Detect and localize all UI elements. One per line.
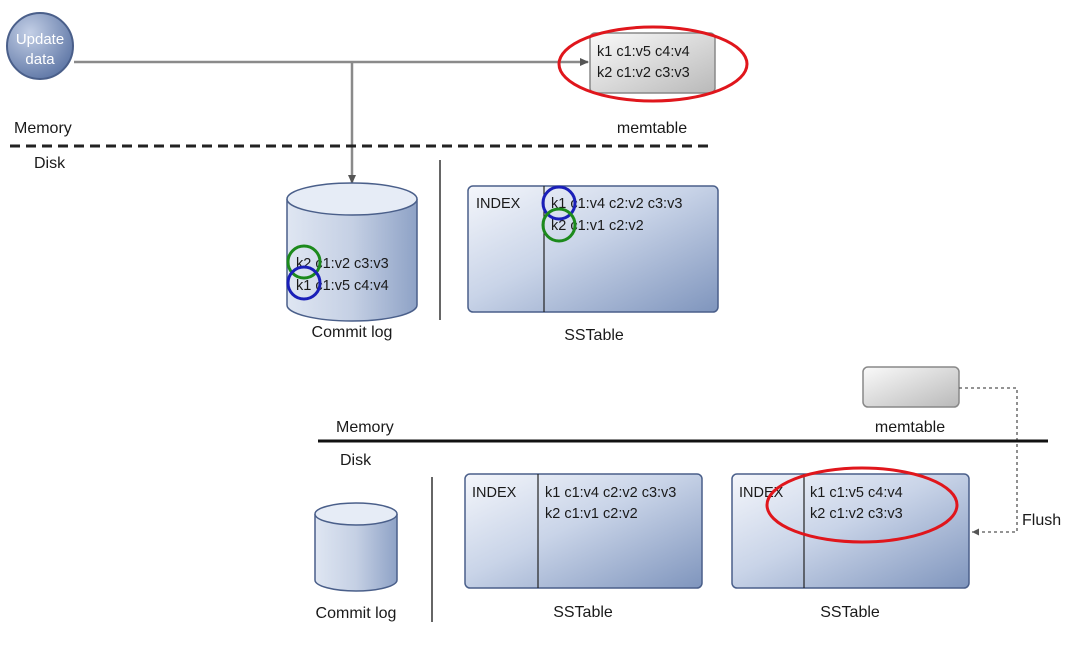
memory-label-bottom: Memory <box>336 419 394 436</box>
disk-label-top: Disk <box>34 155 66 172</box>
sstable-row2-rest: c1:v1 c2:v2 <box>566 218 643 234</box>
commit-log-k2-highlight <box>286 244 322 280</box>
sstable-bottom-1-label: SSTable <box>553 604 613 621</box>
flush-arrow <box>959 387 1018 536</box>
disk-label-bottom: Disk <box>340 452 372 469</box>
commit-log-top-lid <box>286 182 418 216</box>
sstable-bottom-2-row2: k2 c1:v2 c3:v3 <box>810 506 903 522</box>
sstable-bottom-1: INDEX k1 c1:v4 c2:v2 c3:v3 k2 c1:v1 c2:v… <box>464 473 703 621</box>
commit-log-top: k2 c1:v2 c3:v3 k1 c1:v5 c4:v4 Commit log <box>286 182 418 341</box>
sstable-top-index: INDEX <box>476 196 521 212</box>
sstable-bottom-2-label: SSTable <box>820 604 880 621</box>
memtable-top-box <box>589 32 716 94</box>
memtable-top-row2: k2 c1:v2 c3:v3 <box>597 65 690 81</box>
commit-log-top-row2: k1 c1:v5 c4:v4 <box>296 278 389 294</box>
update-data-node: Update data <box>6 12 74 80</box>
sstable-bottom-2-highlight <box>765 466 959 544</box>
memtable-bottom-label: memtable <box>875 419 945 436</box>
update-data-label-line2: data <box>25 51 55 68</box>
memory-label-top: Memory <box>14 120 72 137</box>
flush-label: Flush <box>1022 512 1061 529</box>
memtable-top-highlight <box>557 25 749 103</box>
sstable-top-row1: k1 c1:v4 c2:v2 c3:v3 <box>551 196 682 212</box>
sstable-bottom-2: INDEX k1 c1:v5 c4:v4 k2 c1:v2 c3:v3 SSTa… <box>731 466 970 621</box>
sstable-bottom-1-index: INDEX <box>472 485 517 501</box>
update-data-circle <box>6 12 74 80</box>
commit-log-bottom-label: Commit log <box>316 605 397 622</box>
sstable-bottom-1-row2: k2 c1:v1 c2:v2 <box>545 506 638 522</box>
sstable-top-box <box>467 185 719 313</box>
commit-log-bottom-lid <box>314 502 398 526</box>
sstable-k1-highlight <box>541 185 577 221</box>
commit-log-row2-rest: c1:v5 c4:v4 <box>311 278 388 294</box>
memtable-top: k1 c1:v5 c4:v4 k2 c1:v2 c3:v3 memtable <box>557 25 749 137</box>
sstable-top-row2: k2 c1:v1 c2:v2 <box>551 218 644 234</box>
memtable-top-row1: k1 c1:v5 c4:v4 <box>597 44 690 60</box>
commit-log-row2-key: k1 <box>296 278 311 294</box>
sstable-row2-key: k2 <box>551 218 566 234</box>
memtable-bottom-box <box>862 366 960 408</box>
sstable-top: INDEX k1 c1:v4 c2:v2 c3:v3 k2 c1:v1 c2:v… <box>467 185 719 344</box>
sstable-k2-highlight <box>541 207 577 243</box>
sstable-top-label: SSTable <box>564 327 624 344</box>
sstable-row1-rest: c1:v4 c2:v2 c3:v3 <box>566 196 682 212</box>
commit-log-row1-rest: c1:v2 c3:v3 <box>311 256 388 272</box>
update-data-label-line1: Update <box>16 31 64 48</box>
sstable-bottom-2-row1: k1 c1:v5 c4:v4 <box>810 485 903 501</box>
commit-log-bottom-body <box>314 514 398 592</box>
sstable-bottom-2-index: INDEX <box>739 485 784 501</box>
commit-log-k1-highlight <box>286 265 322 301</box>
commit-log-top-label: Commit log <box>312 324 393 341</box>
sstable-bottom-1-box <box>464 473 703 589</box>
commit-log-bottom: Commit log <box>314 502 398 622</box>
sstable-bottom-1-row1: k1 c1:v4 c2:v2 c3:v3 <box>545 485 676 501</box>
memtable-top-label: memtable <box>617 120 687 137</box>
sstable-bottom-2-box <box>731 473 970 589</box>
